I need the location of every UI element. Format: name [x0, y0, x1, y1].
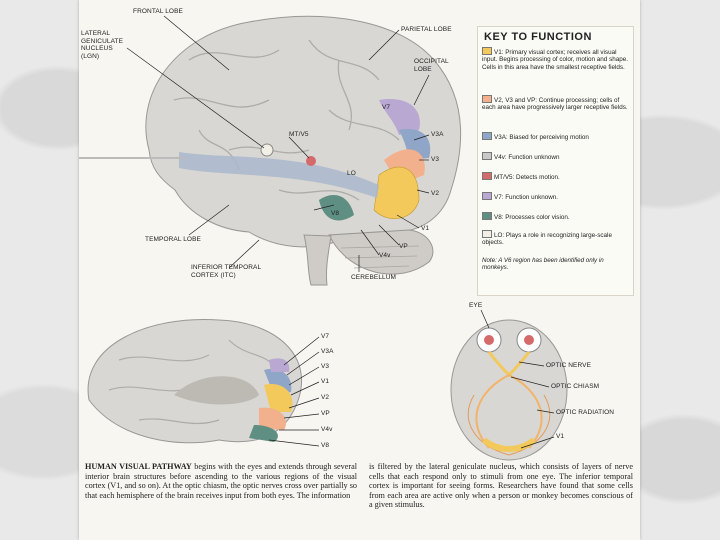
key-note: Note: A V6 region has been identified on…	[482, 257, 604, 272]
label-v3a: V3A	[431, 131, 444, 138]
swatch-v7	[482, 192, 492, 200]
medial-label-v8: V8	[321, 442, 330, 449]
label-v7: V7	[382, 104, 391, 111]
label-eye: EYE	[469, 302, 483, 309]
label-mt-v5: MT/V5	[289, 131, 309, 138]
medial-label-vp: VP	[321, 410, 330, 417]
label-v3: V3	[431, 156, 440, 163]
label-v1-inferior: V1	[556, 433, 565, 440]
label-temporal-lobe: TEMPORAL LOBE	[145, 236, 201, 243]
medial-label-v3a: V3A	[321, 348, 334, 355]
label-frontal-lobe: FRONTAL LOBE	[133, 8, 183, 15]
label-optic-nerve: OPTIC NERVE	[546, 362, 592, 369]
key-title: KEY TO FUNCTION	[484, 31, 592, 43]
medial-label-v2: V2	[321, 394, 330, 401]
label-vp: VP	[399, 243, 408, 250]
label-cerebellum: CEREBELLUM	[351, 274, 397, 281]
medial-label-v4v: V4v	[321, 426, 333, 433]
key-item-v2-v3-vp: V2, V3 and VP: Continue processing; cell…	[482, 95, 628, 112]
label-v1: V1	[421, 225, 430, 232]
caption-left: HUMAN VISUAL PATHWAY begins with the eye…	[85, 462, 358, 500]
key-item-mt-v5: MT/V5: Detects motion.	[482, 172, 630, 181]
label-lo: LO	[347, 170, 356, 177]
swatch-lo	[482, 230, 492, 238]
label-v4v: V4v	[379, 252, 391, 259]
label-v2: V2	[431, 190, 440, 197]
label-optic-radiation: OPTIC RADIATION	[556, 409, 615, 416]
key-item-v1: V1: Primary visual cortex; receives all …	[482, 47, 628, 71]
swatch-mt-v5	[482, 172, 492, 180]
key-item-v4v: V4v: Function unknown	[482, 152, 630, 161]
medial-brain	[87, 318, 303, 444]
key-item-lo: LO: Plays a role in recognizing large-sc…	[482, 230, 612, 247]
medial-label-v1: V1	[321, 378, 330, 385]
leader-lines	[126, 15, 430, 272]
caption-right: is filtered by the lateral geniculate nu…	[369, 462, 633, 510]
label-occipital-lobe: OCCIPITAL LOBE	[414, 58, 449, 73]
lateral-brain	[79, 15, 462, 286]
label-lgn: LATERAL GENICULATE NUCLEUS (LGN)	[81, 30, 124, 60]
key-item-v7: V7: Function unknown.	[482, 192, 630, 201]
medial-label-v7: V7	[321, 333, 330, 340]
swatch-v1	[482, 47, 492, 55]
brain-illustration	[79, 15, 568, 461]
swatch-v3a	[482, 132, 492, 140]
label-optic-chiasm: OPTIC CHIASM	[551, 383, 600, 390]
figure-page: FRONTAL LOBE PARIETAL LOBE LATERAL GENIC…	[79, 0, 640, 540]
label-v8: V8	[331, 210, 340, 217]
medial-label-v3: V3	[321, 363, 330, 370]
swatch-v2	[482, 95, 492, 103]
swatch-v8	[482, 212, 492, 220]
swatch-v4v	[482, 152, 492, 160]
label-itc: INFERIOR TEMPORAL CORTEX (ITC)	[191, 264, 262, 279]
key-item-v8: V8: Processes color vision.	[482, 212, 630, 221]
inferior-brain-view	[450, 319, 568, 461]
key-to-function: KEY TO FUNCTION V1: Primary visual corte…	[477, 26, 634, 296]
key-item-v3a: V3A: Biased for perceiving motion	[482, 132, 630, 141]
label-parietal-lobe: PARIETAL LOBE	[401, 26, 452, 33]
